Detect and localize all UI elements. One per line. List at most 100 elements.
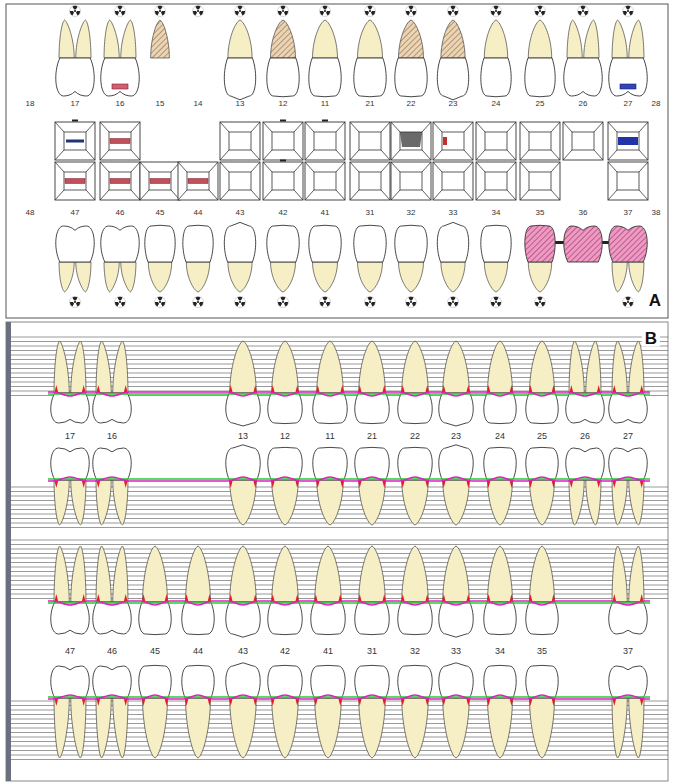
tooth-number: 43 (238, 647, 248, 656)
drawing-part (365, 302, 369, 307)
tooth-number: 45 (156, 209, 165, 217)
drawing-part (639, 150, 648, 160)
drawing-part (100, 150, 109, 160)
tooth-figure (145, 225, 175, 292)
tooth-number: 31 (366, 209, 375, 217)
drawing-part (391, 162, 400, 172)
panel-letter: B (642, 330, 660, 347)
drawing-part (464, 150, 473, 160)
surface-box (520, 162, 560, 200)
drawing-part (64, 132, 86, 150)
tooth-figure (182, 546, 214, 635)
drawing-part (251, 162, 260, 172)
drawing-part (140, 162, 180, 200)
tooth-root (54, 546, 69, 602)
panel-frame (6, 322, 668, 781)
drawing-part (350, 122, 390, 160)
tooth-root (402, 698, 429, 758)
drawing-part (406, 297, 417, 308)
drawing-part (406, 11, 410, 16)
drawing-part (422, 190, 431, 200)
tooth-number: 34 (495, 647, 505, 656)
drawing-part (627, 10, 629, 12)
tooth-crown (224, 222, 255, 262)
drawing-part (64, 172, 86, 190)
tooth-figure (481, 225, 511, 292)
tooth-number: 43 (236, 209, 245, 217)
drawing-part (529, 132, 551, 150)
drawing-part (305, 122, 345, 160)
drawing-part (11, 741, 668, 742)
tooth-crown (398, 602, 432, 635)
tooth-number: 16 (116, 100, 125, 108)
drawing-part (251, 150, 260, 160)
drawing-part (237, 6, 242, 10)
drawing-part (55, 122, 95, 160)
radiation-symbol (365, 297, 376, 308)
drawing-part (507, 122, 516, 132)
tooth-root (530, 480, 555, 525)
tooth-crown (609, 226, 647, 262)
tooth-number: 35 (537, 647, 547, 656)
tooth-number: 47 (71, 209, 80, 217)
drawing-part (391, 190, 400, 200)
gingival-margin-line (48, 601, 650, 605)
tooth-crown (93, 602, 131, 634)
drawing-part (625, 297, 630, 301)
drawing-part (350, 162, 359, 172)
drawing-part (70, 302, 74, 307)
tooth-root (230, 480, 257, 525)
drawing-part (408, 297, 413, 301)
drawing-part (11, 350, 668, 351)
drawing-part (507, 162, 516, 172)
drawing-part (11, 544, 668, 545)
drawing-part (11, 514, 668, 515)
drawing-part (495, 10, 497, 12)
drawing-part (305, 162, 345, 200)
drawing-part (629, 302, 633, 307)
tooth-figure (354, 20, 386, 97)
drawing-part (422, 122, 431, 132)
tooth-crown (56, 226, 94, 262)
drawing-part (235, 302, 239, 307)
tooth-root (113, 698, 128, 758)
tooth-figure (182, 665, 214, 758)
tooth-root (441, 20, 465, 58)
surface-box (391, 162, 431, 200)
drawing-part (72, 297, 77, 301)
tooth-root (441, 262, 465, 292)
tooth-crown (398, 393, 432, 424)
drawing-part (220, 122, 260, 160)
drawing-part (55, 122, 64, 132)
tooth-crown (526, 665, 558, 698)
tooth-number: 45 (150, 647, 160, 656)
tooth-crown (484, 447, 516, 480)
drawing-part (86, 162, 95, 172)
tooth-root (484, 262, 507, 292)
gingival-margin-line (48, 392, 650, 396)
tooth-root (313, 262, 338, 292)
drawing-part (314, 172, 336, 190)
drawing-part (391, 150, 400, 160)
radiation-symbol (115, 6, 126, 17)
tooth-root (612, 546, 627, 602)
tooth-figure (609, 546, 647, 634)
tooth-number: 13 (238, 432, 248, 441)
drawing-part (623, 6, 634, 17)
drawing-part (322, 297, 327, 301)
drawing-part (422, 162, 431, 172)
drawing-part (161, 11, 165, 16)
radiation-symbol (320, 297, 331, 308)
drawing-part (109, 132, 131, 150)
tooth-figure (564, 226, 602, 262)
tooth-root (113, 480, 128, 525)
tooth-root (228, 20, 252, 58)
drawing-part (11, 750, 668, 751)
drawing-part (11, 558, 668, 559)
tooth-root (71, 698, 86, 758)
drawing-part (86, 190, 95, 200)
tooth-number: 23 (449, 100, 458, 108)
tooth-crown (313, 393, 347, 424)
drawing-part (476, 162, 485, 172)
tooth-crown (309, 58, 341, 97)
